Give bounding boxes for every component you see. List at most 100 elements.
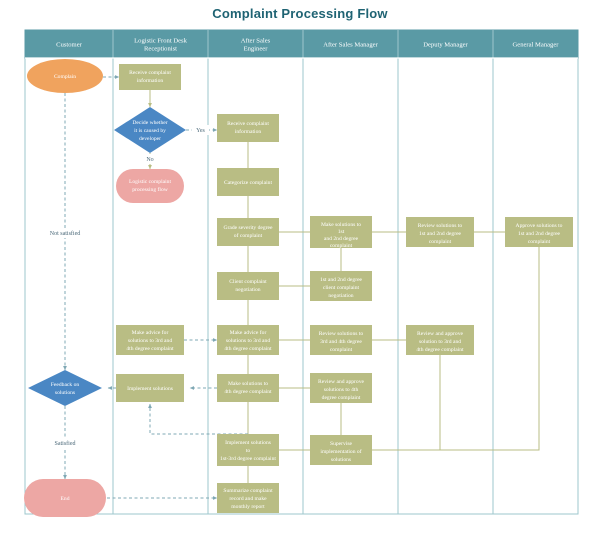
svg-text:Yes: Yes — [196, 128, 205, 134]
node-implement-solutions-engineer[interactable]: Implement solutions to 1st-3rd degree co… — [217, 434, 279, 466]
edge-label-yes: Yes — [192, 125, 209, 135]
svg-text:client complaint: client complaint — [323, 285, 360, 291]
svg-text:record and make: record and make — [229, 496, 267, 502]
svg-text:solutions: solutions — [55, 390, 75, 396]
svg-text:4th degree complaint: 4th degree complaint — [416, 347, 464, 353]
svg-text:Grade severity degree: Grade severity degree — [223, 225, 273, 231]
svg-text:processing flow: processing flow — [132, 186, 169, 193]
svg-text:Logistic Front Desk: Logistic Front Desk — [134, 38, 187, 45]
svg-text:Categorize complaint: Categorize complaint — [224, 180, 272, 186]
svg-text:Review solutions to: Review solutions to — [319, 331, 364, 337]
svg-text:Client complaint: Client complaint — [229, 279, 267, 285]
svg-text:monthly report: monthly report — [231, 504, 265, 510]
edge-label-satisfied: Satisfied — [44, 438, 86, 448]
node-make-advice-engineer[interactable]: Make advice for solutions to 3rd and 4th… — [217, 325, 279, 355]
node-review-approve-solutions-4th-degree[interactable]: Review and approve solutions to 4th degr… — [310, 373, 372, 403]
node-receive-complaint-information-receptionist[interactable]: Receive complaint information — [119, 64, 181, 90]
svg-text:Make solutions to: Make solutions to — [321, 222, 361, 228]
svg-text:End: End — [60, 496, 69, 502]
svg-text:Make solutions to: Make solutions to — [228, 381, 268, 387]
svg-text:Complain: Complain — [54, 74, 76, 80]
svg-text:Deputy Manager: Deputy Manager — [423, 42, 468, 49]
node-end[interactable]: End — [24, 479, 106, 517]
svg-text:complaint: complaint — [330, 243, 353, 249]
lane-header-after-sales-manager: After Sales Manager — [323, 42, 378, 49]
node-decide-caused-by-developer[interactable]: Decide whether it is caused by developer — [114, 107, 186, 153]
edge-engimplement-to-recepimplement — [148, 403, 248, 435]
svg-text:to: to — [246, 448, 251, 454]
svg-text:Customer: Customer — [56, 42, 82, 49]
node-review-solutions-1st-2nd-degree-deputy[interactable]: Review solutions to 1st and 2nd degree c… — [406, 217, 474, 247]
svg-text:General Manager: General Manager — [513, 42, 560, 49]
edge-label-not-satisfied: Not satisfied — [41, 228, 89, 238]
node-grade-severity-degree[interactable]: Grade severity degree of complaint — [217, 218, 279, 246]
node-feedback-on-solutions[interactable]: Feedback on solutions — [28, 370, 102, 406]
lane-header-engineer: After Sales Engineer — [241, 38, 271, 53]
svg-text:solutions to 4th: solutions to 4th — [324, 387, 359, 393]
svg-text:complaint: complaint — [330, 347, 353, 353]
svg-text:solutions to 3rd and: solutions to 3rd and — [128, 338, 172, 344]
svg-text:of complaint: of complaint — [234, 232, 263, 239]
node-logistic-complaint-processing-flow[interactable]: Logistic complaint processing flow — [116, 169, 184, 203]
node-make-advice-receptionist[interactable]: Make advice for solutions to 3rd and 4th… — [116, 325, 184, 355]
svg-text:After Sales Manager: After Sales Manager — [323, 42, 378, 49]
node-supervise-implementation[interactable]: Supervise implementation of solutions — [310, 435, 372, 465]
svg-text:1st-3rd degree complaint: 1st-3rd degree complaint — [220, 456, 276, 462]
svg-text:1st and 2nd degree: 1st and 2nd degree — [320, 277, 363, 283]
svg-text:Summarize complaint: Summarize complaint — [223, 488, 273, 494]
svg-text:Feedback on: Feedback on — [51, 382, 80, 388]
svg-text:Make advice for: Make advice for — [230, 329, 267, 336]
svg-text:4th degree complaint: 4th degree complaint — [126, 346, 174, 352]
svg-text:information: information — [137, 77, 164, 84]
swimlane-grid — [24, 29, 579, 515]
lane-header-general-manager: General Manager — [513, 42, 560, 49]
svg-text:Implement solutions: Implement solutions — [127, 386, 173, 392]
lane-header-deputy-manager: Deputy Manager — [423, 42, 468, 49]
svg-text:4th degree complaint: 4th degree complaint — [224, 346, 272, 352]
node-complain[interactable]: Complain — [27, 59, 103, 93]
svg-text:Decide whether: Decide whether — [132, 120, 167, 126]
svg-text:Receive complaint: Receive complaint — [227, 121, 269, 127]
svg-text:After Sales: After Sales — [241, 38, 271, 45]
svg-text:Review and approve: Review and approve — [417, 331, 463, 337]
node-1st-2nd-degree-client-negotiation[interactable]: 1st and 2nd degree client complaint nego… — [310, 271, 372, 301]
svg-text:Approve solutions to: Approve solutions to — [516, 223, 563, 229]
svg-text:Make advice for: Make advice for — [132, 329, 169, 336]
svg-text:negotiation: negotiation — [328, 293, 353, 299]
node-categorize-complaint[interactable]: Categorize complaint — [217, 168, 279, 196]
node-implement-solutions-receptionist[interactable]: Implement solutions — [116, 374, 184, 402]
node-make-solutions-1st-2nd-degree[interactable]: Make solutions to 1st and 2nd degree com… — [310, 216, 372, 249]
node-client-complaint-negotiation[interactable]: Client complaint negotiation — [217, 272, 279, 300]
page-title: Complaint Processing Flow — [212, 6, 388, 21]
svg-text:Receptionist: Receptionist — [144, 46, 177, 53]
node-make-solutions-4th-degree[interactable]: Make solutions to 4th degree complaint — [217, 374, 279, 402]
svg-text:developer: developer — [139, 136, 161, 142]
svg-text:4th degree complaint: 4th degree complaint — [224, 389, 272, 395]
svg-text:1st and 2nd degree: 1st and 2nd degree — [518, 231, 561, 237]
lane-header-customer: Customer — [56, 42, 82, 49]
svg-text:Not satisfied: Not satisfied — [50, 230, 81, 237]
svg-text:degree complaint: degree complaint — [322, 395, 361, 401]
svg-text:Engineer: Engineer — [244, 46, 269, 53]
node-summarize-complaint-record[interactable]: Summarize complaint record and make mont… — [217, 483, 279, 513]
svg-text:solutions to 3rd and: solutions to 3rd and — [226, 338, 270, 344]
lane-header-receptionist: Logistic Front Desk Receptionist — [134, 38, 187, 53]
svg-text:solutions: solutions — [331, 457, 351, 463]
node-review-approve-solution-3rd-4th-deputy[interactable]: Review and approve solution to 3rd and 4… — [406, 325, 474, 355]
svg-text:solution to 3rd and: solution to 3rd and — [419, 339, 461, 345]
node-approve-solutions-1st-2nd-degree-gm[interactable]: Approve solutions to 1st and 2nd degree … — [505, 217, 573, 247]
node-review-solutions-3rd-4th-degree-asm[interactable]: Review solutions to 3rd and 4th degree c… — [310, 325, 372, 355]
svg-text:Logistic complaint: Logistic complaint — [129, 179, 172, 185]
svg-text:Implement solutions: Implement solutions — [225, 440, 271, 446]
svg-text:complaint: complaint — [429, 239, 452, 245]
node-receive-complaint-information-engineer[interactable]: Receive complaint information — [217, 114, 279, 142]
svg-text:Supervise: Supervise — [330, 441, 353, 447]
svg-text:No: No — [146, 157, 153, 163]
svg-text:implementation of: implementation of — [320, 448, 361, 455]
svg-text:and 2nd degree: and 2nd degree — [324, 236, 359, 242]
edge-label-no: No — [142, 154, 158, 164]
svg-text:complaint: complaint — [528, 239, 551, 245]
svg-text:Review and approve: Review and approve — [318, 379, 364, 385]
